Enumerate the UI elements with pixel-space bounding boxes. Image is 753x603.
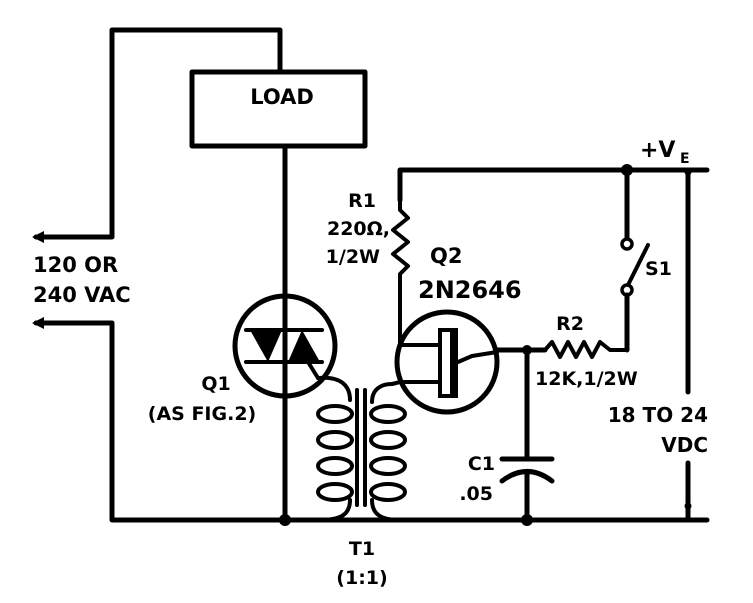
t1-primary-lead-bottom: [318, 498, 352, 522]
wire-ac-top: [33, 27, 283, 240]
junction-c1-bottom: [521, 514, 533, 526]
q1-triac: [232, 293, 338, 399]
q2-part-label: 2N2646: [418, 276, 522, 304]
q1-triangle-up-icon: [288, 330, 320, 362]
q1-body: [232, 293, 338, 399]
t1-ratio-label: (1:1): [336, 567, 387, 589]
vplus-subscript: E: [680, 151, 690, 167]
q2-ujt: [390, 298, 500, 415]
t1-secondary-lead-top: [370, 382, 394, 404]
dc-range-line2: VDC: [661, 433, 708, 457]
arrow-ac-top-icon: [32, 231, 44, 243]
s1-switch[interactable]: [620, 167, 650, 353]
junction-rail-bottom: [684, 502, 692, 510]
junction-q1-bottom: [279, 514, 291, 526]
q1-ref-label: Q1: [201, 373, 230, 395]
t1-transformer: [316, 375, 407, 522]
load-label: LOAD: [250, 85, 314, 109]
q2-ref-label: Q2: [430, 244, 462, 268]
c1-value-label: .05: [459, 483, 493, 505]
q2-body: [394, 309, 500, 415]
q2-b1-lead: [390, 380, 442, 386]
q1-note-label: (AS FIG.2): [148, 403, 256, 425]
ac-label-line2: 240 VAC: [33, 283, 131, 307]
c1-ref-label: C1: [468, 453, 495, 475]
ac-label-line1: 120 OR: [33, 253, 118, 277]
r1-ref-label: R1: [348, 190, 376, 212]
r2-ref-label: R2: [556, 313, 584, 335]
s1-ref-label: S1: [645, 258, 672, 280]
wire-dc-top-rail: [397, 167, 710, 203]
q1-gate-lead: [306, 360, 320, 380]
t1-primary-coil: [316, 404, 354, 502]
r1-resistor: [391, 198, 410, 302]
q2-emitter-lead: [456, 350, 499, 364]
s1-blade[interactable]: [626, 243, 650, 287]
vplus-label: +V: [640, 138, 675, 163]
t1-secondary-coil: [369, 404, 407, 502]
arrow-ac-bottom-icon: [32, 317, 44, 329]
load: LOAD: [189, 69, 368, 149]
r1-value-label: 220Ω,: [327, 218, 390, 240]
r2-value-label: 12K,1/2W: [535, 368, 638, 390]
t1-primary-lead-top: [316, 375, 352, 402]
r1-rating-label: 1/2W: [326, 246, 380, 268]
load-box: [189, 69, 368, 149]
t1-core: [355, 388, 367, 507]
t1-ref-label: T1: [349, 538, 375, 560]
q1-triangle-down-icon: [250, 330, 282, 362]
c1-capacitor: [499, 347, 555, 523]
r2-resistor: [543, 340, 629, 359]
s1-contact-top: [620, 237, 634, 251]
q2-b2-lead: [398, 298, 442, 347]
t1-secondary-lead-bottom: [370, 498, 402, 522]
ac-wiring: [32, 27, 690, 523]
dc-range-line1: 18 TO 24: [608, 403, 708, 427]
